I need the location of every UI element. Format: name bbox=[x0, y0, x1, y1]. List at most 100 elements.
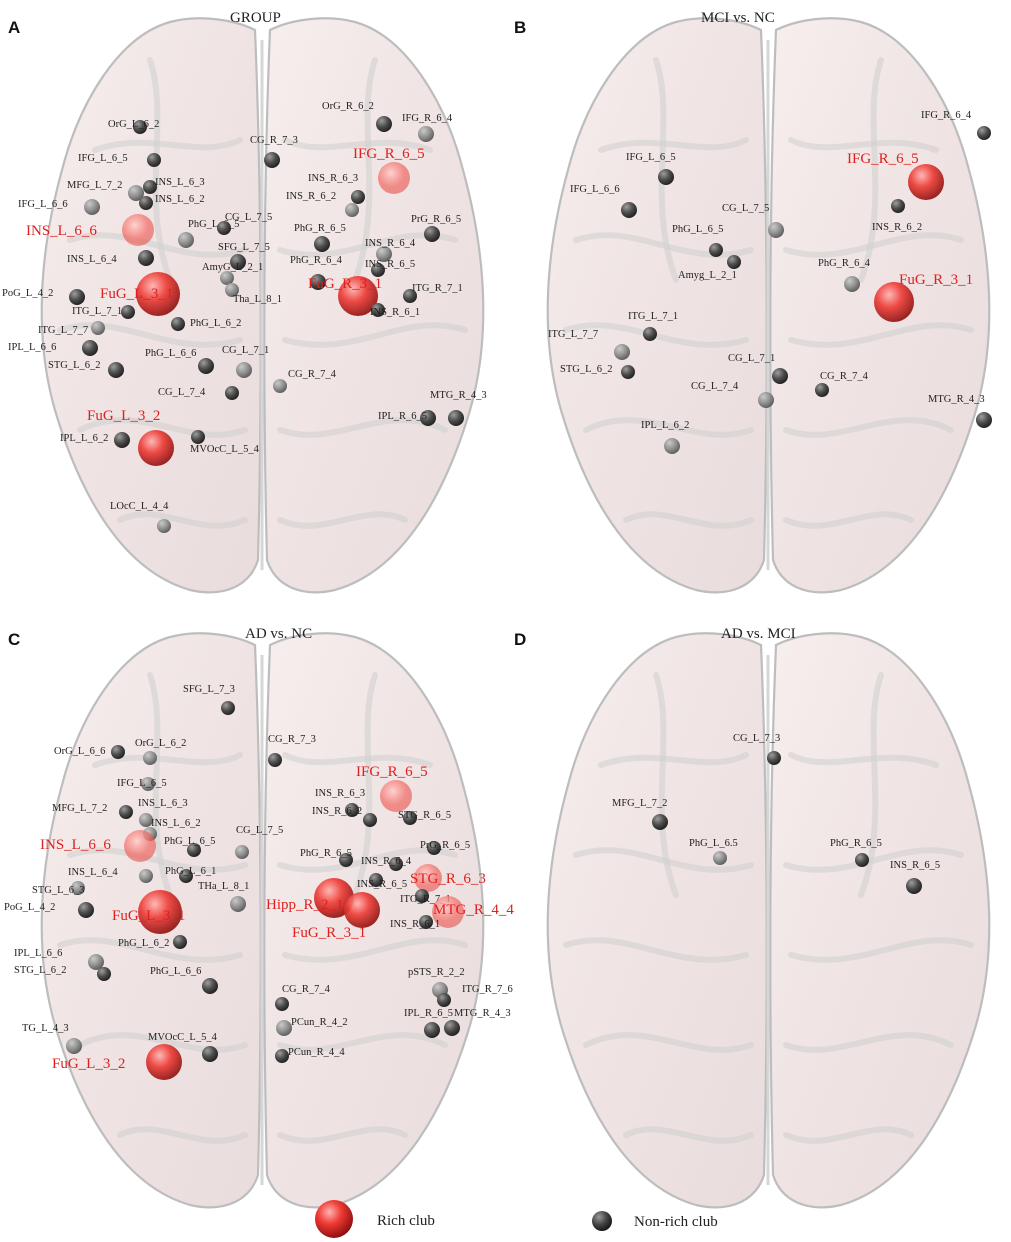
non-rich-club-node bbox=[225, 386, 239, 400]
brain-sulcus bbox=[783, 1032, 954, 1053]
brain-sulcus bbox=[623, 511, 754, 529]
node-label: PCun_R_4_4 bbox=[288, 1047, 345, 1058]
legend-nonrich-marker bbox=[592, 1211, 612, 1231]
node-label: INS_L_6_6 bbox=[26, 223, 97, 239]
non-rich-club-node bbox=[424, 1022, 440, 1038]
node-label: OrG_L_6_2 bbox=[135, 738, 186, 749]
non-rich-club-node bbox=[855, 853, 869, 867]
non-rich-club-node bbox=[121, 305, 135, 319]
node-label: STG_L_6_2 bbox=[48, 360, 101, 371]
node-label: IFG_L_6_5 bbox=[78, 153, 128, 164]
node-label: INS_L_6_4 bbox=[68, 867, 118, 878]
node-label: OrG_L_6_2 bbox=[108, 119, 159, 130]
node-label: CG_R_7_4 bbox=[820, 371, 869, 382]
non-rich-club-node bbox=[339, 853, 353, 867]
non-rich-club-node bbox=[424, 226, 440, 242]
non-rich-club-node bbox=[713, 851, 727, 865]
node-label: INS_L_6_3 bbox=[155, 177, 205, 188]
node-label: Tha_L_8_1 bbox=[233, 294, 282, 305]
non-rich-club-node bbox=[273, 379, 287, 393]
node-label: PhG_L_6_5 bbox=[672, 224, 723, 235]
node-label: ITG_L_7_7 bbox=[548, 329, 598, 340]
non-rich-club-node bbox=[191, 430, 205, 444]
non-rich-club-node bbox=[415, 889, 429, 903]
non-rich-club-node bbox=[187, 843, 201, 857]
brain-sulcus bbox=[653, 57, 679, 283]
non-rich-club-node bbox=[437, 993, 451, 1007]
non-rich-club-node bbox=[448, 410, 464, 426]
non-rich-club-node bbox=[128, 185, 144, 201]
non-rich-club-node bbox=[643, 327, 657, 341]
node-label: IFG_R_6_4 bbox=[402, 113, 453, 124]
non-rich-club-node bbox=[97, 967, 111, 981]
non-rich-club-node bbox=[82, 340, 98, 356]
brain-sulcus bbox=[783, 232, 964, 258]
node-label: FuG_L_3_1 bbox=[112, 908, 185, 924]
node-label: FuG_L_3_1 bbox=[100, 286, 173, 302]
node-label: IPL_L_6_2 bbox=[641, 420, 689, 431]
node-label: OrG_L_6_6 bbox=[54, 746, 105, 757]
non-rich-club-node bbox=[217, 221, 231, 235]
node-label: INS_L_6_3 bbox=[138, 798, 188, 809]
non-rich-club-node bbox=[891, 199, 905, 213]
non-rich-club-node bbox=[139, 196, 153, 210]
non-rich-club-node bbox=[977, 126, 991, 140]
node-label: IFG_L_6_5 bbox=[117, 778, 167, 789]
brain-sulcus bbox=[783, 511, 914, 529]
non-rich-club-node bbox=[108, 362, 124, 378]
non-rich-club-node bbox=[444, 1020, 460, 1036]
non-rich-club-node bbox=[66, 1038, 82, 1054]
node-label: CG_L_7_5 bbox=[236, 825, 283, 836]
node-label: TG_L_4_3 bbox=[22, 1023, 69, 1034]
node-label: IPL_R_6_5 bbox=[378, 411, 427, 422]
node-label: FuG_R_3_1 bbox=[308, 276, 382, 292]
brain-sulcus bbox=[598, 752, 749, 768]
non-rich-club-node bbox=[815, 383, 829, 397]
node-label: CG_R_7_4 bbox=[282, 984, 331, 995]
node-label: MTG_R_4_4 bbox=[433, 902, 514, 918]
brain-sulcus bbox=[67, 847, 248, 873]
non-rich-club-node bbox=[84, 199, 100, 215]
rich-club-node bbox=[378, 162, 410, 194]
node-label: Amyg_L_2_1 bbox=[678, 270, 737, 281]
legend-rich-marker bbox=[315, 1200, 353, 1238]
brain-sulcus bbox=[147, 672, 173, 898]
node-label: FuG_R_3_1 bbox=[292, 925, 366, 941]
node-label: INS_R_6_5 bbox=[357, 879, 407, 890]
brain-sulcus bbox=[788, 752, 939, 768]
non-rich-club-node bbox=[139, 869, 153, 883]
node-label: PhG_R_6_4 bbox=[290, 255, 343, 266]
non-rich-club-node bbox=[114, 432, 130, 448]
node-label: STG_L_6_2 bbox=[560, 364, 613, 375]
node-label: STG_L_6_3 bbox=[32, 885, 85, 896]
brain-sulcus bbox=[623, 1126, 754, 1144]
left-hemisphere bbox=[546, 17, 768, 594]
node-label: ITG_L_7_1 bbox=[72, 306, 122, 317]
non-rich-club-node bbox=[427, 841, 441, 855]
left-hemisphere bbox=[546, 632, 768, 1209]
panel-letter: D bbox=[514, 630, 526, 649]
node-label: CG_L_7_1 bbox=[222, 345, 269, 356]
non-rich-club-node bbox=[420, 410, 436, 426]
non-rich-club-node bbox=[143, 751, 157, 765]
non-rich-club-node bbox=[727, 255, 741, 269]
node-label: THa_L_8_1 bbox=[198, 881, 249, 892]
node-label: OrG_R_6_2 bbox=[322, 101, 374, 112]
non-rich-club-node bbox=[844, 276, 860, 292]
non-rich-club-node bbox=[230, 254, 246, 270]
non-rich-club-node bbox=[768, 222, 784, 238]
non-rich-club-node bbox=[314, 236, 330, 252]
node-label: PrG_R_6_5 bbox=[411, 214, 461, 225]
node-label: INS_L_6_2 bbox=[151, 818, 201, 829]
node-label: PhG_L_6_5 bbox=[188, 219, 239, 230]
brain-sulcus bbox=[573, 232, 754, 258]
node-label: INS_R_6_4 bbox=[361, 856, 412, 867]
node-label: INS_L_6_2 bbox=[155, 194, 205, 205]
brain-sulcus bbox=[282, 937, 468, 963]
legend-nonrich-label: Non-rich club bbox=[634, 1214, 718, 1230]
panel-letter: A bbox=[8, 18, 20, 37]
non-rich-club-node bbox=[268, 753, 282, 767]
